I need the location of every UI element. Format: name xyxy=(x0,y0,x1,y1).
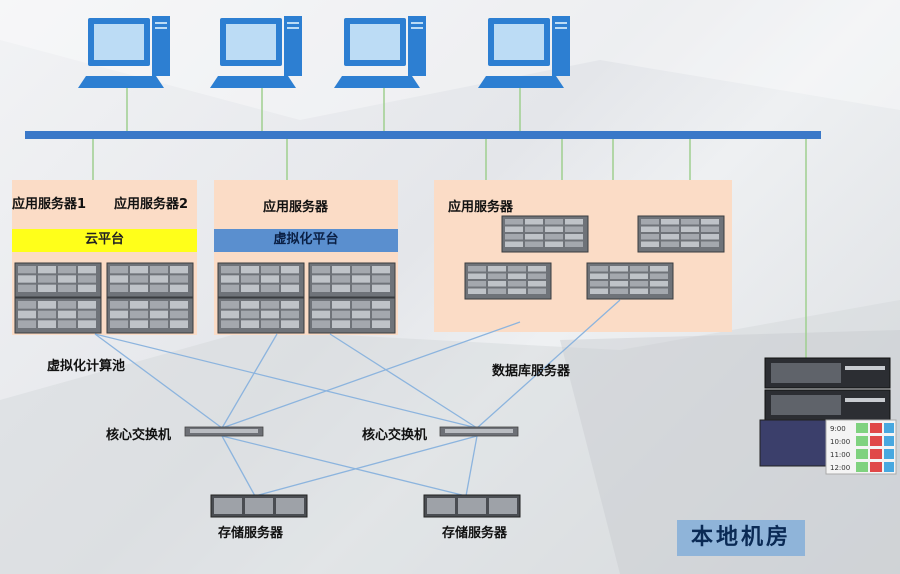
switch-icon xyxy=(184,426,519,437)
switch-links xyxy=(94,299,621,497)
database-server-unit xyxy=(501,215,589,253)
virtualization-server-unit xyxy=(217,297,305,334)
desktop-computer-icon xyxy=(78,16,570,88)
database-server-label: 数据库服务器 xyxy=(492,364,571,379)
network-bus xyxy=(25,131,821,139)
virtualization-server-unit xyxy=(308,262,396,298)
cloud-server-unit xyxy=(14,262,102,298)
schedule-time-1: 9:00 xyxy=(830,425,846,433)
app-server-right-label: 应用服务器 xyxy=(448,200,514,215)
schedule-time-4: 12:00 xyxy=(830,464,850,472)
cloud-server-unit xyxy=(106,262,194,298)
schedule-time-2: 10:00 xyxy=(830,438,850,446)
virtualization-server-unit xyxy=(308,297,396,334)
cloud-server-unit xyxy=(14,297,102,334)
database-panel xyxy=(434,180,732,332)
storage-left-label: 存储服务器 xyxy=(218,526,284,541)
cloud-platform-bar xyxy=(12,229,197,252)
app-server-2-label: 应用服务器2 xyxy=(114,197,189,212)
storage-icon xyxy=(210,494,521,518)
cloud-platform-label: 云平台 xyxy=(84,232,124,247)
database-server-unit xyxy=(637,215,725,253)
storage-right-label: 存储服务器 xyxy=(442,526,508,541)
virtualization-platform-label: 虚拟化平台 xyxy=(273,232,339,247)
computer-links xyxy=(126,87,521,131)
database-server-icons xyxy=(464,215,725,300)
rack-server-icon xyxy=(759,357,891,467)
database-server-unit xyxy=(586,262,674,300)
app-server-mid-label: 应用服务器 xyxy=(263,200,329,215)
virtualization-server-unit xyxy=(217,262,305,298)
virtual-compute-pool-label: 虚拟化计算池 xyxy=(47,359,126,374)
cloud-server-unit xyxy=(106,297,194,334)
core-switch-right-label: 核心交换机 xyxy=(362,428,428,443)
local-room-label: 本地机房 xyxy=(677,520,805,556)
app-server-1-label: 应用服务器1 xyxy=(12,197,87,212)
database-server-unit xyxy=(464,262,552,300)
schedule-display-icon: 9:00 10:00 11:00 12:00 xyxy=(825,419,897,475)
virtualization-platform-bar xyxy=(214,229,398,252)
core-switch-left-label: 核心交换机 xyxy=(106,428,172,443)
server-icon xyxy=(14,262,396,334)
schedule-time-3: 11:00 xyxy=(830,451,850,459)
